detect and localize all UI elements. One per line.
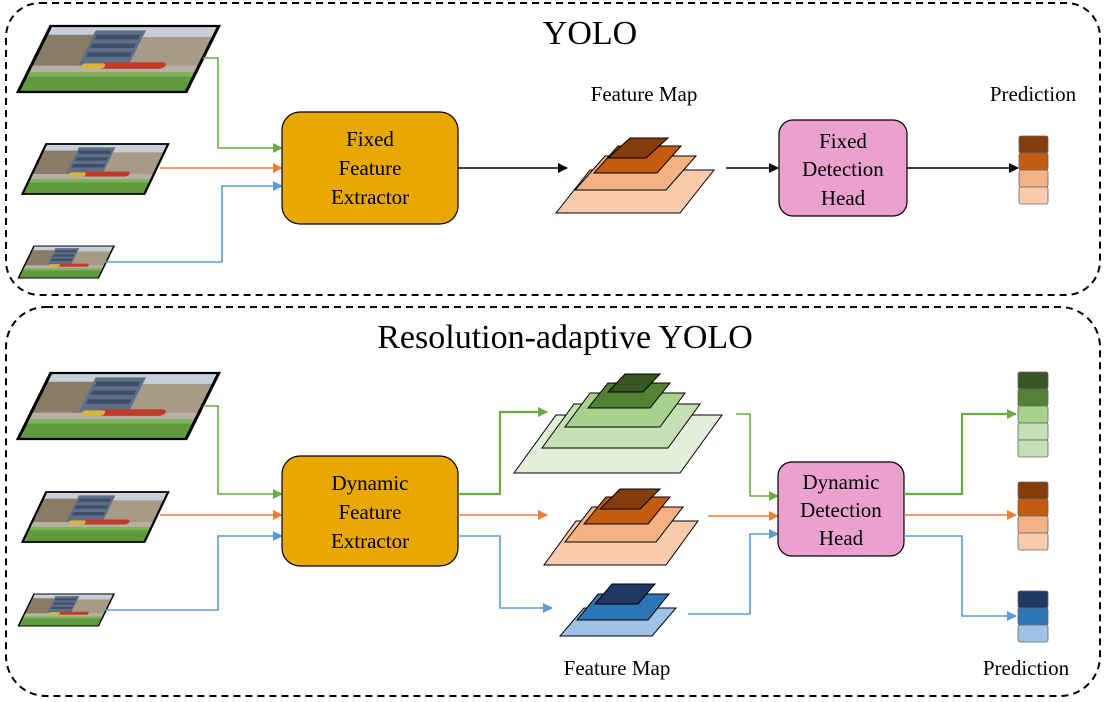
arrow-blue-extractor-to-map: [458, 535, 553, 613]
top-panel-title: YOLO: [543, 15, 637, 52]
feature-map-blue: [558, 583, 678, 637]
arrow-green-head-to-pred: [904, 409, 1017, 496]
arrow-blue-map-to-head: [688, 529, 779, 615]
top-prediction-label: Prediction: [990, 82, 1077, 106]
top-panel-border: [5, 2, 1101, 296]
dyn-extractor-line-3: Extractor: [331, 529, 409, 553]
input-image-medium: [20, 143, 170, 195]
dyn-head-line-2: Detection: [800, 498, 882, 522]
bottom-prediction-label: Prediction: [983, 656, 1070, 680]
dyn-head-line-1: Dynamic: [803, 470, 880, 494]
feature-map-orange-top: [554, 137, 716, 214]
input-image-small: [17, 245, 116, 279]
arrow-blue-head-to-pred: [904, 535, 1017, 621]
bottom-feature-map-label: Feature Map: [564, 656, 671, 680]
bottom-panel-title: Resolution-adaptive YOLO: [377, 319, 753, 356]
prediction-stack-orange-bottom: [1017, 481, 1049, 551]
top-feature-map-label: Feature Map: [591, 82, 698, 106]
arrow-green-top: [203, 57, 283, 153]
arrow-green-bottom-in: [203, 405, 283, 499]
head-line-2: Detection: [802, 157, 884, 181]
input-image-medium-bottom: [20, 491, 170, 543]
feature-map-green: [513, 373, 723, 474]
prediction-stack-orange-top: [1018, 135, 1049, 205]
feature-map-orange-bottom: [543, 488, 699, 566]
fixed-feature-extractor: Fixed Feature Extractor: [281, 111, 459, 225]
head-line-1: Fixed: [819, 129, 867, 153]
dyn-extractor-line-1: Dynamic: [332, 471, 409, 495]
extractor-line-3: Extractor: [331, 185, 409, 209]
input-image-large-bottom: [15, 371, 222, 441]
input-image-small-bottom: [17, 593, 116, 627]
dynamic-feature-extractor: Dynamic Feature Extractor: [281, 455, 459, 567]
arrow-green-extractor-to-map: [458, 407, 548, 496]
dynamic-detection-head: Dynamic Detection Head: [777, 461, 905, 557]
head-line-3: Head: [821, 186, 866, 210]
input-image-large: [15, 24, 222, 94]
dyn-extractor-line-2: Feature: [339, 500, 402, 524]
arrow-blue-top: [104, 181, 283, 263]
arrow-blue-bottom-in: [104, 531, 283, 611]
fixed-detection-head: Fixed Detection Head: [778, 119, 908, 217]
prediction-stack-blue: [1017, 590, 1049, 643]
arrow-green-map-to-head: [736, 413, 779, 501]
extractor-line-1: Fixed: [346, 127, 394, 151]
dyn-head-line-3: Head: [819, 526, 864, 550]
extractor-line-2: Feature: [339, 156, 402, 180]
prediction-stack-green: [1017, 371, 1049, 458]
bottom-panel-border: [5, 306, 1101, 697]
